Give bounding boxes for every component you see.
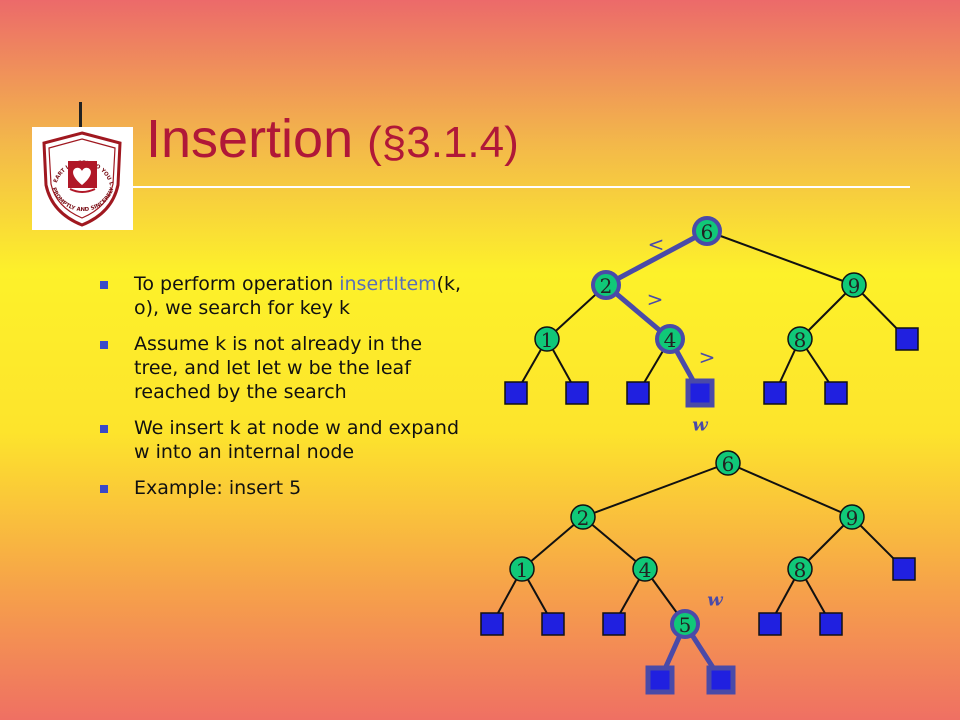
title-section-ref: (§3.1.4) (367, 118, 519, 167)
node-6: 6 (715, 450, 741, 476)
bullet-text-post: (k, o), we search for key k (134, 273, 462, 319)
svg-text:6: 6 (722, 452, 735, 476)
node-2: 2 (570, 504, 596, 530)
tree-after-nodes: 6 2 9 1 4 8 5 (509, 450, 865, 639)
leaf-node (602, 612, 626, 636)
operation-name: insertItem (339, 273, 437, 295)
bullet-item: To perform operation insertItem(k, o), w… (100, 272, 470, 320)
leaf-node (892, 557, 916, 581)
leaf-node (626, 381, 650, 405)
leaf-node (824, 381, 848, 405)
svg-text:9: 9 (848, 274, 861, 298)
title-main: Insertion (146, 109, 354, 169)
node-6: 6 (692, 216, 722, 246)
comparison-greater-than: > (647, 287, 664, 311)
node-1: 1 (509, 556, 535, 582)
tree-after-leaves (480, 557, 916, 636)
leaf-node (895, 327, 919, 351)
bullet-text-pre: To perform operation (134, 273, 340, 295)
leaf-node (819, 612, 843, 636)
svg-text:5: 5 (679, 613, 692, 637)
leaf-node (504, 381, 528, 405)
tree-after-edges (491, 462, 905, 625)
node-4: 4 (632, 556, 658, 582)
tree-before-leaves (504, 327, 919, 405)
node-4: 4 (655, 324, 685, 354)
school-crest-logo: MY HEART I OFFER TO YOU LORD PROMPTLY AN… (32, 127, 133, 230)
node-2: 2 (591, 270, 621, 300)
comparison-labels: < > > (647, 232, 716, 369)
svg-text:4: 4 (639, 558, 652, 582)
leaf-node (480, 612, 504, 636)
svg-text:1: 1 (516, 558, 529, 582)
leaf-node (541, 612, 565, 636)
svg-text:8: 8 (794, 328, 807, 352)
svg-text:1: 1 (541, 328, 554, 352)
svg-text:2: 2 (600, 274, 613, 298)
node-w-label: w (707, 590, 724, 611)
node-8: 8 (787, 326, 813, 352)
new-leaves (645, 665, 736, 695)
comparison-greater-than: > (699, 345, 716, 369)
bullet-item: Assume k is not already in the tree, and… (100, 332, 470, 404)
comparison-less-than: < (648, 232, 665, 256)
bullet-item: We insert k at node w and expand w into … (100, 416, 470, 464)
new-leaf-left (645, 665, 675, 695)
svg-text:2: 2 (577, 506, 590, 530)
slide-title: Insertion (§3.1.4) (146, 112, 519, 166)
svg-text:4: 4 (664, 328, 677, 352)
leaf-node (763, 381, 787, 405)
bullet-item: Example: insert 5 (100, 476, 470, 500)
svg-text:8: 8 (794, 558, 807, 582)
svg-text:6: 6 (701, 220, 714, 244)
title-underline (132, 186, 910, 188)
leaf-w-highlighted (685, 378, 715, 408)
tree-before-nodes: 6 2 9 1 4 8 (534, 216, 867, 354)
bullet-list: To perform operation insertItem(k, o), w… (100, 272, 470, 512)
node-9: 9 (839, 504, 865, 530)
leaf-node (565, 381, 589, 405)
node-1: 1 (534, 326, 560, 352)
svg-text:9: 9 (846, 506, 859, 530)
node-5-new: 5 (670, 609, 700, 639)
node-8: 8 (787, 556, 813, 582)
leaf-node (758, 612, 782, 636)
node-9: 9 (841, 272, 867, 298)
new-leaf-right (706, 665, 736, 695)
leaf-w-label: w (692, 415, 709, 436)
